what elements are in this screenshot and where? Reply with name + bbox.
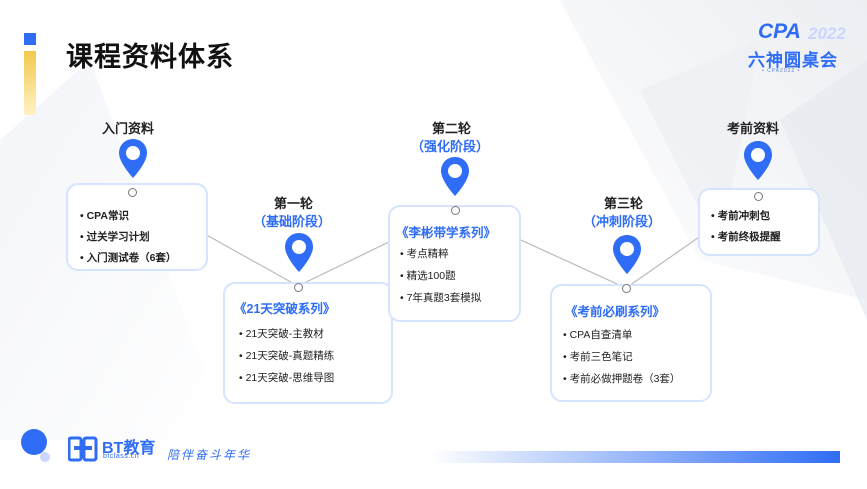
logo-year: 2022 bbox=[808, 24, 846, 43]
page-title: 课程资料体系 bbox=[66, 42, 234, 72]
node-label-final: 考前资料 bbox=[727, 121, 780, 136]
list-item: • 考点精粹 bbox=[400, 248, 449, 260]
list-item: • 考前三色笔记 bbox=[563, 351, 633, 363]
series-title: 《考前必刷系列》 bbox=[565, 305, 666, 319]
list-item: • 入门测试卷（6套） bbox=[80, 252, 177, 264]
accent-bar bbox=[24, 51, 36, 115]
logo-name: 六神圆桌会 bbox=[748, 51, 838, 70]
logo-sub: • CPA2022 • bbox=[762, 68, 801, 74]
series-title: 《21天突破系列》 bbox=[234, 302, 336, 316]
location-pin-icon bbox=[441, 157, 469, 196]
list-item: • 考前终极提醒 bbox=[711, 231, 781, 243]
list-item: • 精选100题 bbox=[400, 270, 456, 282]
list-item: • CPA常识 bbox=[80, 210, 129, 222]
node-label-intro: 入门资料 bbox=[102, 121, 155, 136]
node-dot bbox=[754, 192, 763, 201]
series-title: 《李彬带学系列》 bbox=[396, 226, 497, 240]
bt-logo-icon bbox=[68, 436, 98, 462]
node-dot bbox=[294, 283, 303, 292]
node-label-round1: 第一轮 bbox=[274, 196, 314, 211]
node-stage-round3: （冲刺阶段） bbox=[583, 214, 662, 229]
brand-name: BT教育 bbox=[102, 440, 156, 457]
decor-circle bbox=[21, 429, 47, 455]
list-item: • 过关学习计划 bbox=[80, 231, 150, 243]
round2-card bbox=[388, 205, 521, 322]
node-stage-round1: （基础阶段） bbox=[253, 214, 332, 229]
brand-slogan: 陪伴奋斗年华 bbox=[167, 448, 252, 462]
list-item: • CPA自查清单 bbox=[563, 329, 633, 341]
decor-circle-small bbox=[40, 452, 50, 462]
node-dot bbox=[451, 206, 460, 215]
list-item: • 21天突破-真题精练 bbox=[239, 350, 335, 362]
location-pin-icon bbox=[285, 233, 313, 272]
node-stage-round2: （强化阶段） bbox=[411, 139, 490, 154]
brand-url: btclass.cn bbox=[103, 453, 140, 460]
location-pin-icon bbox=[744, 141, 772, 180]
round3-card bbox=[550, 284, 712, 402]
list-item: • 考前冲刺包 bbox=[711, 210, 771, 222]
location-pin-icon bbox=[119, 139, 147, 178]
node-label-round3: 第三轮 bbox=[604, 196, 644, 211]
node-label-round2: 第二轮 bbox=[432, 121, 472, 136]
accent-square bbox=[24, 33, 36, 45]
list-item: • 21天突破-主教材 bbox=[239, 328, 324, 340]
list-item: • 7年真题3套模拟 bbox=[400, 292, 482, 304]
location-pin-icon bbox=[613, 235, 641, 274]
cpa-logo: CPA 2022 六神圆桌会 • CPA2022 • bbox=[744, 20, 848, 78]
intro-card bbox=[66, 183, 208, 271]
node-dot bbox=[128, 188, 137, 197]
round1-card bbox=[223, 282, 393, 404]
node-dot bbox=[622, 284, 631, 293]
list-item: • 21天突破-思维导图 bbox=[239, 372, 335, 384]
footer-gradient-bar bbox=[430, 451, 840, 463]
logo-cpa: CPA bbox=[758, 20, 801, 43]
list-item: • 考前必做押题卷（3套） bbox=[563, 373, 681, 385]
